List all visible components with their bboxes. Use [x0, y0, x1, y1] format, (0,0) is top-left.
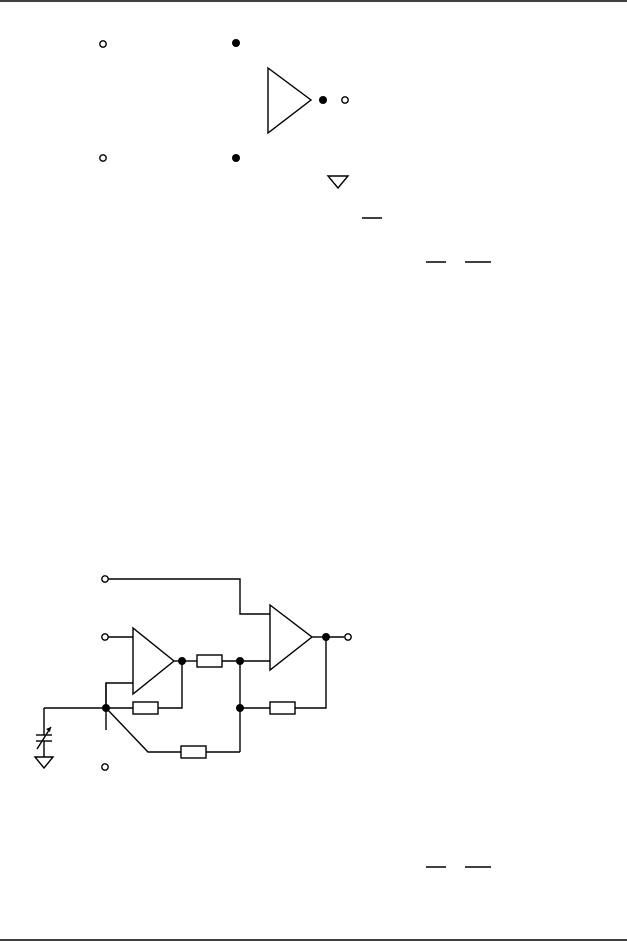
- input-node-bottom: [232, 154, 240, 162]
- output-node: [319, 96, 327, 104]
- input-terminal-bottom: [99, 154, 107, 162]
- resistor-2: [132, 701, 159, 715]
- amplifier-1: [132, 626, 176, 696]
- input-terminal-1: [101, 575, 109, 583]
- resistor-3: [180, 745, 207, 759]
- ground-symbol: [33, 756, 55, 770]
- wire: [158, 661, 183, 709]
- variable-arrowhead: [46, 727, 51, 732]
- wire: [295, 637, 327, 709]
- wire: [108, 578, 270, 615]
- input-node-top: [232, 39, 240, 47]
- two-amplifier-circuit-figure: [33, 575, 491, 868]
- amplifier-triangle: [267, 66, 313, 135]
- output-terminal: [344, 633, 352, 641]
- resistor-1: [196, 654, 223, 668]
- input-terminal-top: [99, 40, 107, 48]
- wire: [105, 682, 133, 708]
- wire: [105, 707, 181, 753]
- amplifier-2: [269, 603, 314, 672]
- input-terminal-3: [101, 763, 109, 771]
- resistor-4: [269, 701, 296, 715]
- amplifier-symbol-figure: [99, 39, 491, 263]
- input-terminal-2: [101, 633, 109, 641]
- ground-symbol: [326, 175, 350, 190]
- output-terminal: [341, 96, 349, 104]
